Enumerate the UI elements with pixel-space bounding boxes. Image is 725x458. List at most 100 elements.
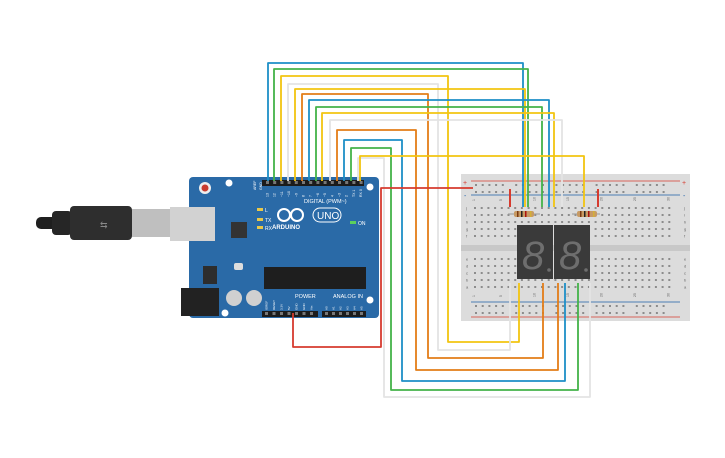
jumper-wire[interactable] [280,75,520,343]
jumper-wire[interactable] [294,88,526,207]
analog-pin[interactable] [360,312,363,315]
usb-cable[interactable]: ⇆ [36,206,172,240]
rail-hole [488,184,491,186]
terminal-hole [487,235,490,237]
terminal-hole [581,207,584,209]
terminal-hole [608,272,610,274]
power-pin[interactable] [272,312,276,315]
terminal-hole [654,221,657,223]
power-pin[interactable] [302,312,306,315]
analog-pin[interactable] [325,312,328,315]
resistor[interactable] [572,211,600,217]
terminal-hole [527,221,530,223]
resistor[interactable] [508,211,540,217]
terminal-hole [648,214,651,216]
terminal-hole [507,279,510,281]
jumper-wire[interactable] [357,157,591,398]
terminal-hole [487,214,490,216]
terminal-hole [494,214,497,216]
jumper-wire[interactable] [292,187,473,348]
terminal-hole [601,258,604,260]
jumper-wire[interactable] [315,106,543,207]
terminal-hole [648,279,651,281]
jumper-wire[interactable] [308,99,550,207]
digital-pin[interactable] [294,181,298,184]
rail-hole [615,305,618,307]
arduino-uno-board[interactable]: L TX RX ON ARDUINO UNO DIGITAL (PWM~) PO… [170,177,379,318]
digital-pin[interactable] [273,181,277,184]
power-pin[interactable] [280,312,283,315]
jumper-wire[interactable] [350,147,579,391]
terminal-hole [614,258,617,260]
tx-label: TX [265,218,272,224]
rail-hole [501,305,504,307]
analog-pin[interactable] [353,312,356,315]
digital-pin[interactable] [309,181,313,184]
seven-segment-display-left[interactable]: 8 [517,225,553,279]
terminal-hole [574,221,577,223]
digital-pin[interactable] [338,181,341,184]
digital-pin[interactable] [359,181,363,184]
digital-pin[interactable] [316,181,320,184]
brand-label: ARDUINO [272,225,300,231]
jumper-wire[interactable] [329,119,563,207]
terminal-hole [474,207,476,209]
jumper-wire[interactable] [359,155,585,207]
left-digit: 8 [522,234,545,278]
power-pin[interactable] [295,312,298,315]
terminal-hole [554,214,557,216]
digital-pin-label: ~11 [280,191,284,197]
power-pin[interactable] [287,312,291,315]
rail-hole [501,184,504,186]
rail-hole [615,312,618,314]
terminal-hole [480,272,483,274]
reset-button[interactable] [201,184,209,192]
digital-pin-label: 8 [302,195,306,197]
terminal-hole [634,272,637,274]
jumper-wire[interactable] [343,139,566,382]
jumper-wire[interactable] [321,112,555,207]
rail-hole [515,312,518,314]
terminal-hole [547,279,550,281]
row-letter: h [684,220,686,225]
terminal-hole [500,207,503,209]
digital-pin[interactable] [287,181,291,184]
rail-hole [609,191,611,193]
jumper-wire[interactable] [273,68,529,207]
terminal-hole [507,258,510,260]
digital-pin[interactable] [323,181,327,184]
terminal-hole [520,286,523,288]
seven-segment-display-right[interactable]: 8 [554,225,590,279]
digital-pin[interactable] [345,181,349,184]
l-label: L [265,208,268,214]
terminal-hole [608,228,610,230]
jumper-wire[interactable] [267,62,524,207]
terminal-hole [668,286,671,288]
digital-pin[interactable] [352,181,356,184]
jumper-wire[interactable] [287,83,511,351]
jumper-wire[interactable] [301,93,544,359]
power-pin[interactable] [310,312,313,315]
analog-pin[interactable] [332,312,335,315]
terminal-hole [507,286,510,288]
analog-pin[interactable] [339,312,342,315]
column-number: 20 [599,293,603,297]
analog-pin-label: A4 [353,306,357,310]
analog-pin[interactable] [346,312,349,315]
digital-pin[interactable] [330,181,334,184]
terminal-hole [641,207,644,209]
digital-pin[interactable] [266,181,269,184]
rail-hole [609,305,611,307]
power-pin[interactable] [265,312,268,315]
rx-led [257,226,263,229]
terminal-hole [601,286,604,288]
column-number: 25 [633,293,637,297]
terminal-hole [547,214,550,216]
terminal-hole [648,221,651,223]
digital-pin[interactable] [280,181,284,184]
rail-hole [595,184,598,186]
jumper-wire[interactable] [336,129,559,371]
digital-pin[interactable] [302,181,305,184]
